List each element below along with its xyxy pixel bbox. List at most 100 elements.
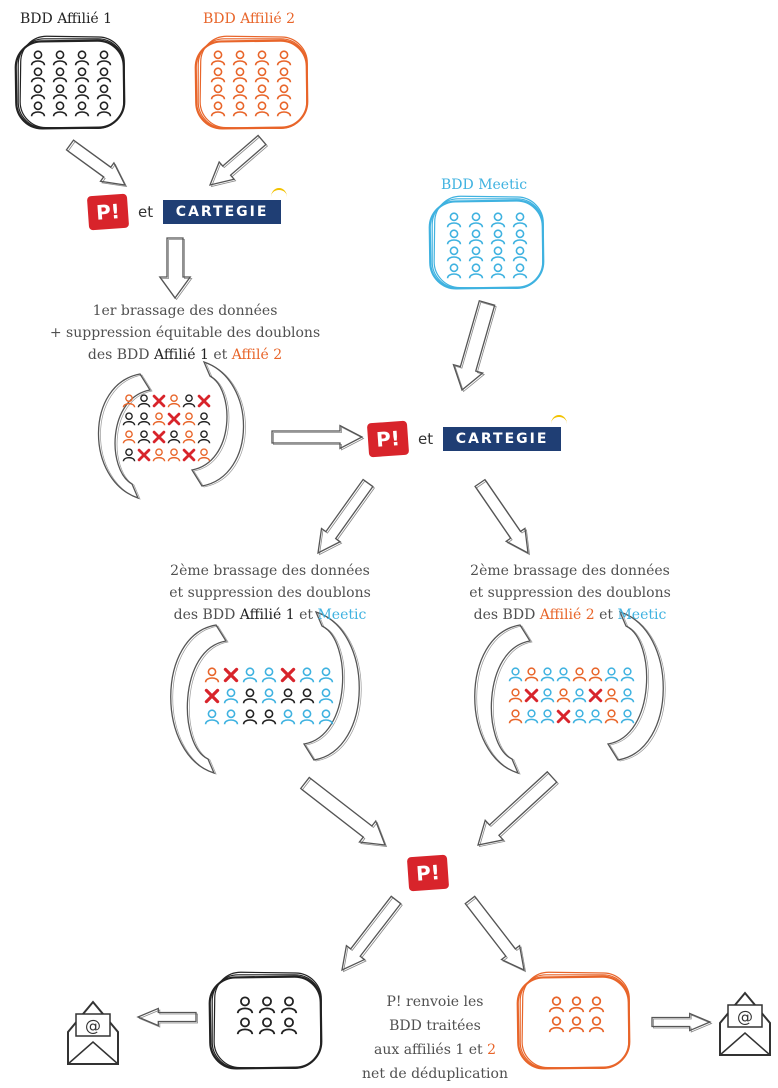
person-icon	[96, 50, 112, 66]
person-icon	[276, 50, 292, 66]
logo-row-2: P! et CARTEGIE	[366, 415, 568, 458]
person-icon	[137, 430, 151, 444]
final-text: P! renvoie les BDD traitées aux affiliés…	[362, 994, 508, 1082]
person-icon	[604, 667, 619, 682]
person-icon	[30, 84, 46, 100]
cross-mark-icon	[524, 688, 539, 703]
person-icon	[261, 709, 277, 725]
person-icon	[74, 67, 90, 83]
p-logo: P!	[406, 854, 450, 892]
person-icon	[446, 229, 462, 245]
person-icon	[30, 67, 46, 83]
person-icon	[540, 709, 555, 724]
person-icon	[524, 709, 539, 724]
person-icon	[318, 688, 334, 704]
person-icon	[210, 84, 226, 100]
person-icon	[254, 67, 270, 83]
bdd-affilie2-title: BDD Affilié 2	[203, 11, 296, 27]
step2-right-text: 2ème brassage des données et suppression…	[469, 563, 671, 623]
svg-text:@: @	[85, 1016, 101, 1035]
cross-mark-icon	[167, 412, 181, 426]
person-icon	[232, 67, 248, 83]
arrow-icon	[299, 776, 388, 847]
person-icon	[280, 1017, 298, 1035]
cartegie-logo: CARTEGIE	[163, 188, 288, 224]
cross-mark-icon	[556, 709, 571, 724]
step2-left-text: 2ème brassage des données et suppression…	[169, 563, 371, 623]
person-icon	[236, 996, 254, 1014]
person-icon	[52, 67, 68, 83]
person-icon	[299, 709, 315, 725]
person-icon	[242, 688, 258, 704]
person-icon	[152, 448, 166, 462]
arrow-icon	[452, 299, 497, 393]
person-icon	[52, 84, 68, 100]
person-icon	[204, 709, 220, 725]
bdd-affilie1-box	[14, 35, 126, 130]
person-icon	[280, 688, 296, 704]
person-icon	[446, 246, 462, 262]
cross-mark-icon	[197, 394, 211, 408]
cycle-arrow-icon	[190, 360, 246, 488]
person-icon	[232, 101, 248, 117]
arrow-icon	[464, 895, 527, 973]
person-icon	[540, 667, 555, 682]
person-icon	[572, 667, 587, 682]
person-icon	[468, 229, 484, 245]
p-logo: P!	[86, 193, 130, 231]
person-icon	[468, 212, 484, 228]
cross-mark-icon	[152, 394, 166, 408]
person-icon	[620, 667, 635, 682]
cycle-arrow-icon	[97, 373, 153, 500]
person-icon	[468, 263, 484, 279]
bdd-affilie1-returned-box	[208, 971, 323, 1070]
person-icon	[604, 688, 619, 703]
person-icon	[604, 709, 619, 724]
cross-mark-icon	[204, 688, 220, 704]
bdd-affilie2-returned-box	[516, 971, 631, 1070]
logo-row-1: P! et CARTEGIE	[86, 188, 288, 231]
person-icon	[261, 688, 277, 704]
person-icon	[223, 709, 239, 725]
step1-text: 1er brassage des données + suppression é…	[49, 303, 321, 363]
arrow-icon	[317, 478, 375, 556]
person-icon	[280, 996, 298, 1014]
envelope-icon: @	[67, 1000, 119, 1065]
arrow-icon	[474, 478, 530, 556]
person-icon	[232, 84, 248, 100]
person-icon	[137, 394, 151, 408]
person-icon	[276, 84, 292, 100]
cycle-arrow-icon	[474, 624, 533, 775]
svg-text:@: @	[737, 1007, 753, 1026]
person-icon	[197, 448, 211, 462]
person-icon	[446, 263, 462, 279]
person-icon	[52, 101, 68, 117]
logo-row-final: P!	[406, 854, 450, 892]
person-icon	[210, 67, 226, 83]
person-icon	[74, 84, 90, 100]
person-icon	[204, 667, 220, 683]
person-icon	[620, 688, 635, 703]
person-icon	[122, 430, 136, 444]
person-icon	[318, 667, 334, 683]
person-icon	[318, 709, 334, 725]
arrow-icon	[341, 895, 403, 973]
person-icon	[254, 101, 270, 117]
person-icon	[74, 101, 90, 117]
person-icon	[588, 996, 605, 1013]
person-icon	[524, 667, 539, 682]
cycle-arrow-icon	[302, 610, 362, 762]
person-icon	[182, 412, 196, 426]
envelope-icon: @	[719, 991, 771, 1056]
person-icon	[258, 1017, 276, 1035]
person-icon	[223, 688, 239, 704]
person-icon	[490, 263, 506, 279]
person-icon	[299, 667, 315, 683]
person-icon	[254, 50, 270, 66]
person-icon	[588, 667, 603, 682]
arrow-icon	[158, 237, 193, 301]
person-icon	[74, 50, 90, 66]
cross-mark-icon	[137, 448, 151, 462]
bdd-affilie1-title: BDD Affilié 1	[20, 11, 113, 27]
